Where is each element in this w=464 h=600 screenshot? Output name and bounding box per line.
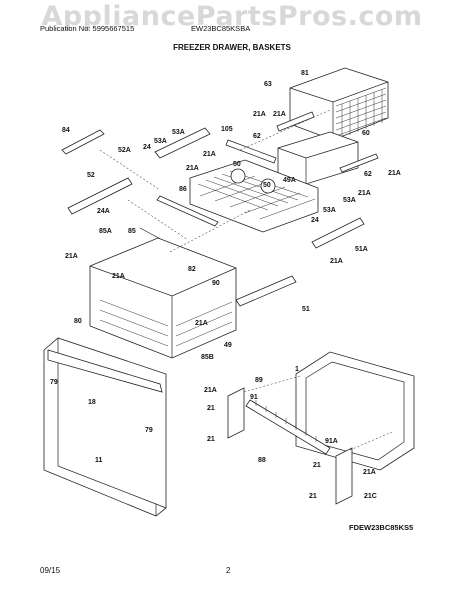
callout-81: 81 [301, 70, 309, 77]
bracket-53a-right [311, 217, 365, 249]
callout-50: 50 [233, 161, 241, 168]
upper-basket-81 [289, 67, 389, 141]
callout-62: 62 [253, 133, 261, 140]
footer-date: 09/15 [40, 566, 61, 575]
callout-21a: 21A [65, 253, 78, 260]
lower-basket-49 [89, 237, 237, 359]
callout-51: 51 [302, 306, 310, 313]
callout-85a: 85A [99, 228, 112, 235]
callout-21a: 21A [330, 258, 343, 265]
callout-89: 89 [255, 377, 263, 384]
rail-62-right [339, 153, 379, 173]
slide-51 [235, 275, 297, 307]
callout-21a: 21A [203, 151, 216, 158]
callout-21: 21 [309, 493, 317, 500]
callout-79: 79 [145, 427, 153, 434]
callout-91a: 91A [325, 438, 338, 445]
callout-91: 91 [250, 394, 258, 401]
callout-21c: 21C [364, 493, 377, 500]
callout-85b: 85B [201, 354, 214, 361]
callout-21a: 21A [112, 273, 125, 280]
watermark: AppliancePartsPros.com [41, 1, 423, 32]
callout-51a: 51A [355, 246, 368, 253]
gasket-frame-1 [295, 351, 415, 471]
callout-24: 24 [311, 217, 319, 224]
callout-52a: 52A [118, 147, 131, 154]
callout-79: 79 [50, 379, 58, 386]
wire-basket-86 [189, 159, 319, 233]
bracket-21c [335, 447, 353, 505]
callout-53a: 53A [172, 129, 185, 136]
callout-21a: 21A [273, 111, 286, 118]
callout-49: 49 [224, 342, 232, 349]
callout-63: 63 [264, 81, 272, 88]
assembly-lines [99, 109, 393, 451]
bracket-84 [61, 129, 105, 155]
callout-85: 85 [128, 228, 136, 235]
bracket-53a-top [154, 127, 211, 159]
callout-21a: 21A [195, 320, 208, 327]
drawer-front-18 [43, 337, 167, 517]
rail-basket-left [156, 195, 219, 227]
figure-code: FDEW23BC85KS5 [349, 523, 414, 532]
callout-84: 84 [62, 127, 70, 134]
callout-21: 21 [207, 405, 215, 412]
callout-53a: 53A [154, 138, 167, 145]
slide-52 [67, 177, 133, 215]
callout-21a: 21A [363, 469, 376, 476]
callout-1: 1 [295, 366, 299, 373]
callout-52: 52 [87, 172, 95, 179]
callout-88: 88 [258, 457, 266, 464]
callout-24a: 24A [97, 208, 110, 215]
callout-18: 18 [88, 399, 96, 406]
rail-105 [225, 139, 277, 164]
rack-88 [245, 399, 331, 455]
callout-labels: 81 63 21A 21A 62 105 60 84 53A 53A 52A 2… [50, 70, 401, 500]
callout-53a: 53A [343, 197, 356, 204]
callout-60: 60 [362, 130, 370, 137]
callout-21a: 21A [186, 165, 199, 172]
publication-number: Publication No: 5995667515 [40, 24, 135, 33]
bracket-89 [227, 387, 245, 439]
callout-24: 24 [143, 144, 151, 151]
callout-21: 21 [207, 436, 215, 443]
callout-21a: 21A [358, 190, 371, 197]
callout-82: 82 [188, 266, 196, 273]
callout-49a: 49A [283, 177, 296, 184]
callout-50: 50 [263, 182, 271, 189]
callout-21: 21 [313, 462, 321, 469]
callout-53a: 53A [323, 207, 336, 214]
callout-62: 62 [364, 171, 372, 178]
callout-21a: 21A [204, 387, 217, 394]
callout-105: 105 [221, 126, 233, 133]
callout-86: 86 [179, 186, 187, 193]
page-number: 2 [226, 566, 231, 575]
model-number: EW23BC85KSBA [191, 24, 251, 33]
callout-21a: 21A [253, 111, 266, 118]
callout-11: 11 [95, 457, 103, 464]
rack-teeth [255, 400, 317, 442]
diagram-title: FREEZER DRAWER, BASKETS [173, 43, 291, 52]
callout-80: 80 [74, 318, 82, 325]
callout-90: 90 [212, 280, 220, 287]
callout-21a: 21A [388, 170, 401, 177]
